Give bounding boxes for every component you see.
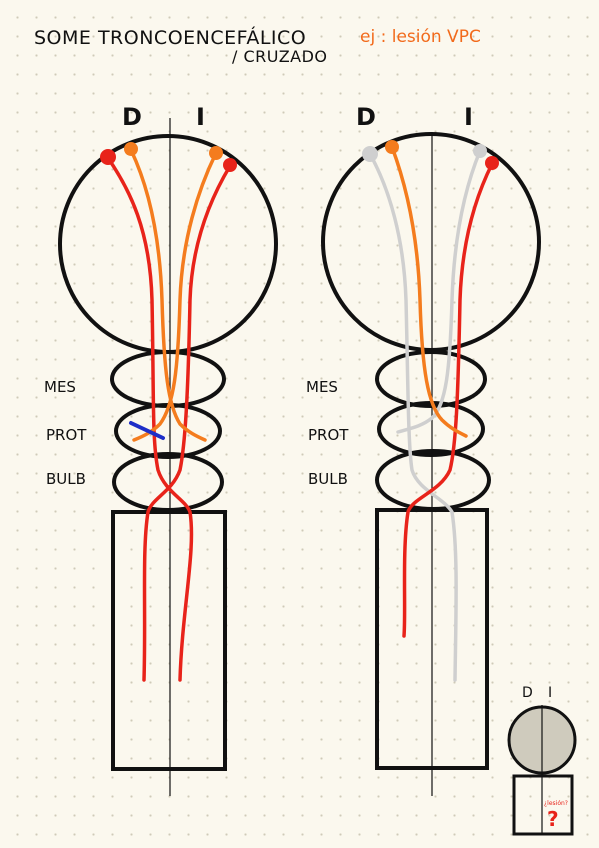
diagram-left-tract-red-d <box>106 156 194 682</box>
diagram-left: D I MES PROT BULB <box>44 103 278 796</box>
diagram-right-side-i: I <box>464 103 473 131</box>
diagram-right-tract-red-i <box>402 162 494 638</box>
diagram-right-label-bulb: BULB <box>308 470 348 488</box>
diagram-left-dot-red-i <box>223 158 237 172</box>
diagram-left-tract-orange-i <box>132 151 218 442</box>
diagram-right-label-prot: PROT <box>308 426 349 444</box>
diagram-left-side-i: I <box>196 103 205 131</box>
diagram-right: D I MES PROT BULB <box>306 103 541 796</box>
mini-label: ¿lesión? <box>544 800 568 807</box>
diagram-right-dot-red-i <box>485 156 499 170</box>
diagram-left-label-bulb: BULB <box>46 470 86 488</box>
diagram-right-pons <box>377 401 485 457</box>
diagram-right-medulla <box>375 449 491 511</box>
diagram-right-side-d: D <box>356 103 376 131</box>
diagram-right-tract-orange-d <box>390 145 468 438</box>
diagram-left-label-prot: PROT <box>46 426 87 444</box>
title-line-1: SOME TRONCOENCEFÁLICO <box>34 26 306 49</box>
diagram-left-dot-orange-d <box>124 142 138 156</box>
diagram-left-spinal-cord <box>111 510 227 771</box>
diagram-right-label-mes: MES <box>306 378 338 396</box>
diagram-left-tract-orange-d <box>129 148 207 442</box>
diagram-left-label-mes: MES <box>44 378 76 396</box>
diagram-left-side-d: D <box>122 103 142 131</box>
mini-side-i: I <box>548 685 552 701</box>
title-line-2: / CRUZADO <box>232 47 328 66</box>
diagram-left-lesion-mark <box>129 421 165 440</box>
diagram-left-brain <box>58 134 278 354</box>
diagram-right-tract-gray-i <box>396 149 482 434</box>
diagram-right-brain <box>321 132 541 352</box>
diagram-right-dot-orange-d <box>385 140 399 154</box>
diagram-right-dot-gray-i <box>473 144 487 158</box>
mini-side-d: D <box>522 685 533 701</box>
mini-question-mark: ? <box>547 807 559 831</box>
mini-diagram: D I ¿lesión? ? <box>507 685 577 836</box>
diagram-right-dot-gray-d <box>362 146 378 162</box>
diagram-right-mesencephalon <box>375 350 487 408</box>
diagram-right-tract-gray-d <box>368 152 458 682</box>
diagram-left-dot-orange-i <box>209 146 223 160</box>
title-example: ej : lesión VPC <box>360 27 481 47</box>
diagram-left-dot-red-d <box>100 149 116 165</box>
diagram-left-tract-red-i <box>142 164 232 682</box>
diagram-left-medulla <box>112 452 224 512</box>
mini-spinal-cord <box>512 774 574 836</box>
